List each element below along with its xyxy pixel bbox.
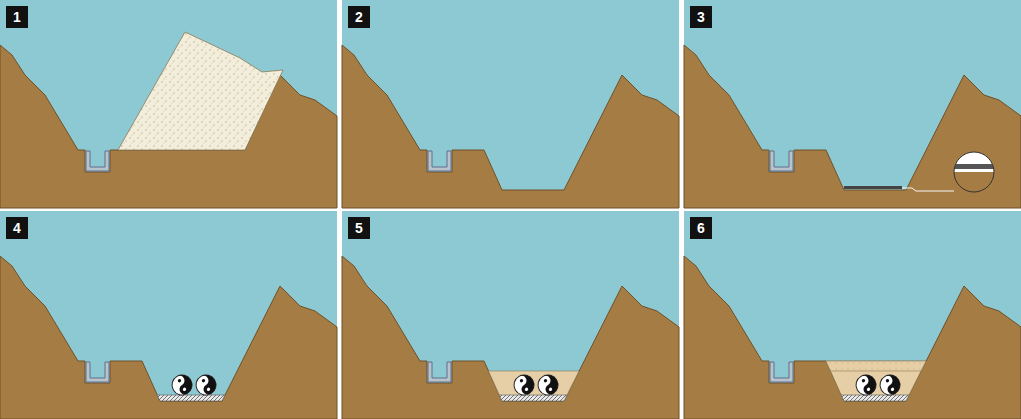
culvert-pipe	[192, 371, 219, 398]
base-layer	[844, 186, 902, 189]
top-layer	[826, 361, 926, 371]
stage-panel	[0, 211, 337, 419]
sky	[0, 211, 337, 419]
terrain	[684, 256, 1021, 419]
callout-number: 5	[348, 217, 370, 239]
drainage-channel	[428, 362, 451, 382]
sky	[342, 211, 679, 419]
callout-number: 1	[6, 6, 28, 28]
inset-outline	[954, 152, 994, 192]
backfill	[826, 361, 926, 401]
callout-number: 4	[6, 217, 28, 239]
drainage-channel	[770, 362, 793, 382]
stage-panel	[684, 211, 1021, 419]
sky	[684, 0, 1021, 208]
callout-number: 3	[690, 6, 712, 28]
culvert-pipe	[876, 371, 903, 398]
callout-number: 2	[348, 6, 370, 28]
stage-panel	[0, 0, 337, 208]
terrain	[342, 256, 679, 419]
drainage-channel	[86, 151, 109, 171]
stage-panel	[684, 0, 1021, 208]
callout-number: 6	[690, 217, 712, 239]
backfill	[489, 371, 580, 401]
stage-panel	[342, 0, 679, 208]
terrain	[342, 45, 679, 208]
landslide-debris	[118, 32, 283, 150]
sky	[342, 0, 679, 208]
terrain	[0, 256, 337, 419]
leader-line	[902, 188, 954, 191]
bedding-layer	[499, 395, 567, 401]
culvert-pipe	[510, 371, 537, 398]
drainage-channel	[428, 151, 451, 171]
culvert-pipe	[534, 371, 561, 398]
sky	[0, 0, 337, 208]
drainage-channel	[770, 151, 793, 171]
detail-inset	[952, 150, 997, 195]
culvert-pipe	[168, 371, 195, 398]
sky	[684, 211, 1021, 419]
stage-panel	[342, 211, 679, 419]
bedding-layer	[841, 395, 909, 401]
culvert-pipe	[852, 371, 879, 398]
bedding-layer	[157, 395, 225, 401]
terrain	[684, 45, 1021, 208]
drainage-channel	[86, 362, 109, 382]
